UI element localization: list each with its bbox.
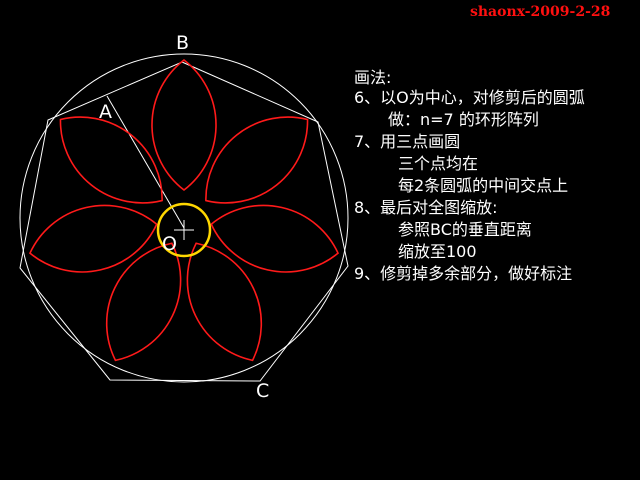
note-line: 缩放至100 — [398, 242, 477, 261]
note-line: 9、修剪掉多余部分，做好标注 — [354, 264, 573, 283]
petal-array — [28, 58, 340, 362]
note-line: 7、用三点画圆 — [354, 132, 461, 151]
label-a: A — [99, 101, 112, 123]
petal-2 — [205, 116, 309, 204]
note-line: 6、以O为中心，对修剪后的圆弧 — [354, 88, 585, 107]
note-line: 三个点均在 — [398, 154, 479, 173]
note-line: 每2条圆弧的中间交点上 — [398, 176, 569, 195]
radius-line-a — [106, 95, 185, 229]
petal-5 — [105, 242, 182, 362]
label-o: O — [162, 233, 177, 255]
center-circle — [156, 202, 212, 258]
petal-4 — [186, 242, 263, 362]
heptagon — [19, 61, 349, 382]
note-line: 做：n=7 的环形阵列 — [388, 110, 539, 129]
author-signature: shaonx-2009-2-28 — [470, 4, 611, 20]
label-c: C — [256, 380, 270, 402]
petal-3 — [210, 204, 340, 273]
petal-6 — [28, 204, 158, 273]
petal-7 — [59, 116, 163, 204]
center-cross-icon — [174, 220, 194, 240]
petal-1 — [151, 58, 217, 192]
note-line: 画法: — [354, 68, 392, 87]
label-b: B — [176, 32, 190, 54]
note-line: 参照BC的垂直距离 — [398, 220, 532, 239]
outer-circle — [19, 53, 349, 383]
note-line: 8、最后对全图缩放: — [354, 198, 498, 217]
